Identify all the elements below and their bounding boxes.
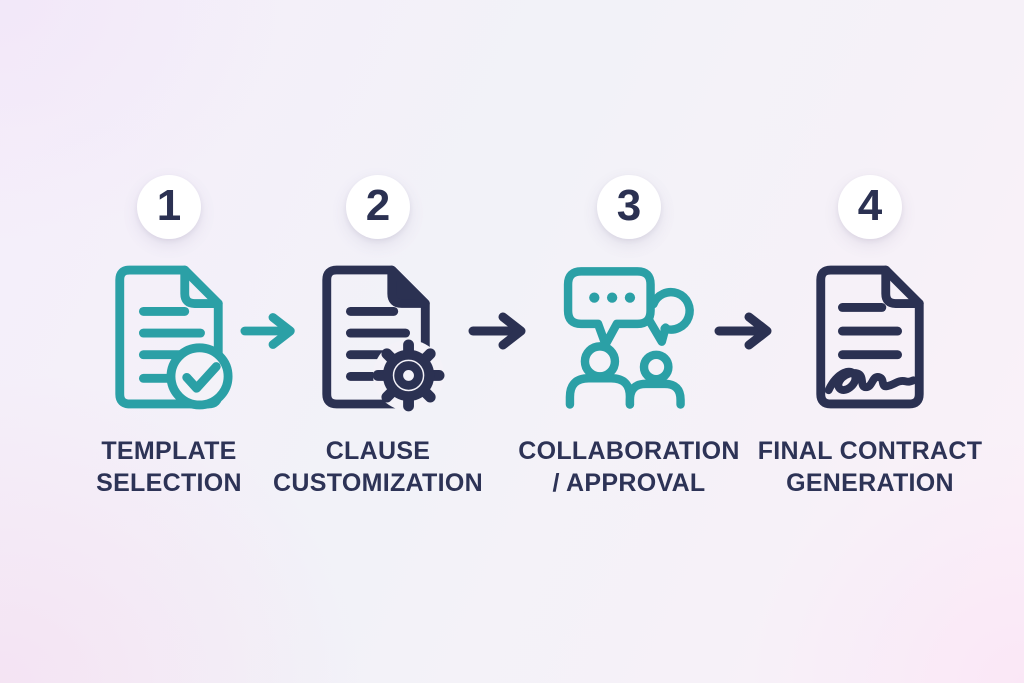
step-template-selection: 1 TEMPLATE SELECTION	[39, 175, 299, 499]
arrow-right-icon	[714, 311, 778, 356]
step-number-badge: 3	[597, 175, 661, 239]
arrow-right-icon	[240, 311, 302, 356]
step-number: 3	[616, 181, 642, 230]
step-label: COLLABORATION / APPROVAL	[518, 437, 740, 497]
document-gear-icon	[311, 261, 445, 413]
step-number-badge: 1	[137, 175, 201, 239]
step-clause-customization: 2 CLAUSE CU	[248, 175, 508, 499]
step-final-contract-generation: 4 FINAL CONTRACT GENERATION	[740, 175, 1000, 499]
step-number: 2	[365, 181, 391, 230]
people-chat-icon	[558, 261, 700, 413]
step-number-badge: 4	[838, 175, 902, 239]
step-label: CLAUSE CUSTOMIZATION	[273, 437, 483, 497]
step-label: TEMPLATE SELECTION	[96, 437, 242, 497]
step-label: FINAL CONTRACT GENERATION	[757, 437, 983, 497]
step-collaboration-approval: 3 COLLABORATION / APPROVAL	[499, 175, 759, 499]
step-number: 4	[857, 181, 883, 230]
arrow-right-icon	[468, 311, 532, 356]
step-number-badge: 2	[346, 175, 410, 239]
step-number: 1	[156, 181, 182, 230]
document-check-icon	[104, 261, 234, 413]
document-signature-icon	[805, 261, 935, 413]
